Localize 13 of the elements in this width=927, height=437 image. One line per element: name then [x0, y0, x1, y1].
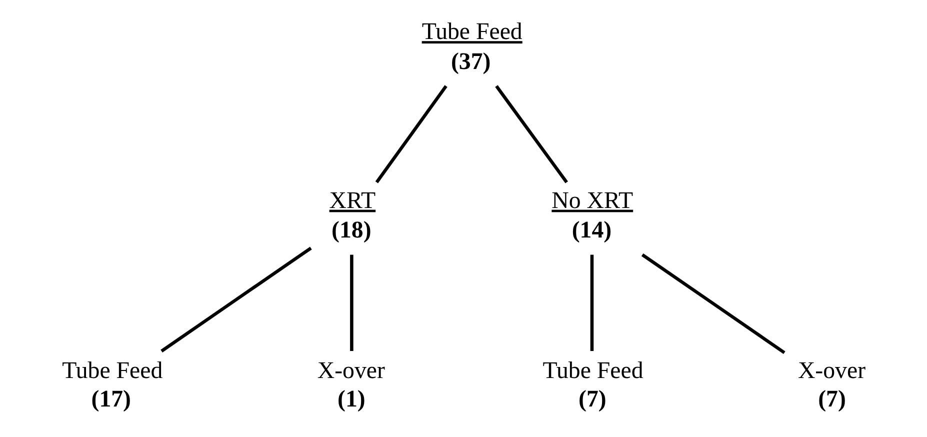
- connector: [640, 253, 785, 354]
- node-text: Tube Feed (7): [542, 358, 643, 412]
- node-text: X-over (7): [797, 358, 866, 412]
- node-text: No XRT (14): [551, 188, 633, 244]
- node-text: X-over (1): [316, 358, 384, 412]
- connector: [350, 254, 353, 351]
- node-text: Tube Feed (17): [62, 358, 162, 412]
- node-text: XRT (18): [328, 188, 376, 244]
- connector: [494, 85, 568, 184]
- node-text: Tube Feed (37): [421, 19, 522, 75]
- connector: [590, 254, 594, 351]
- connector: [160, 246, 312, 352]
- connector: [374, 85, 447, 184]
